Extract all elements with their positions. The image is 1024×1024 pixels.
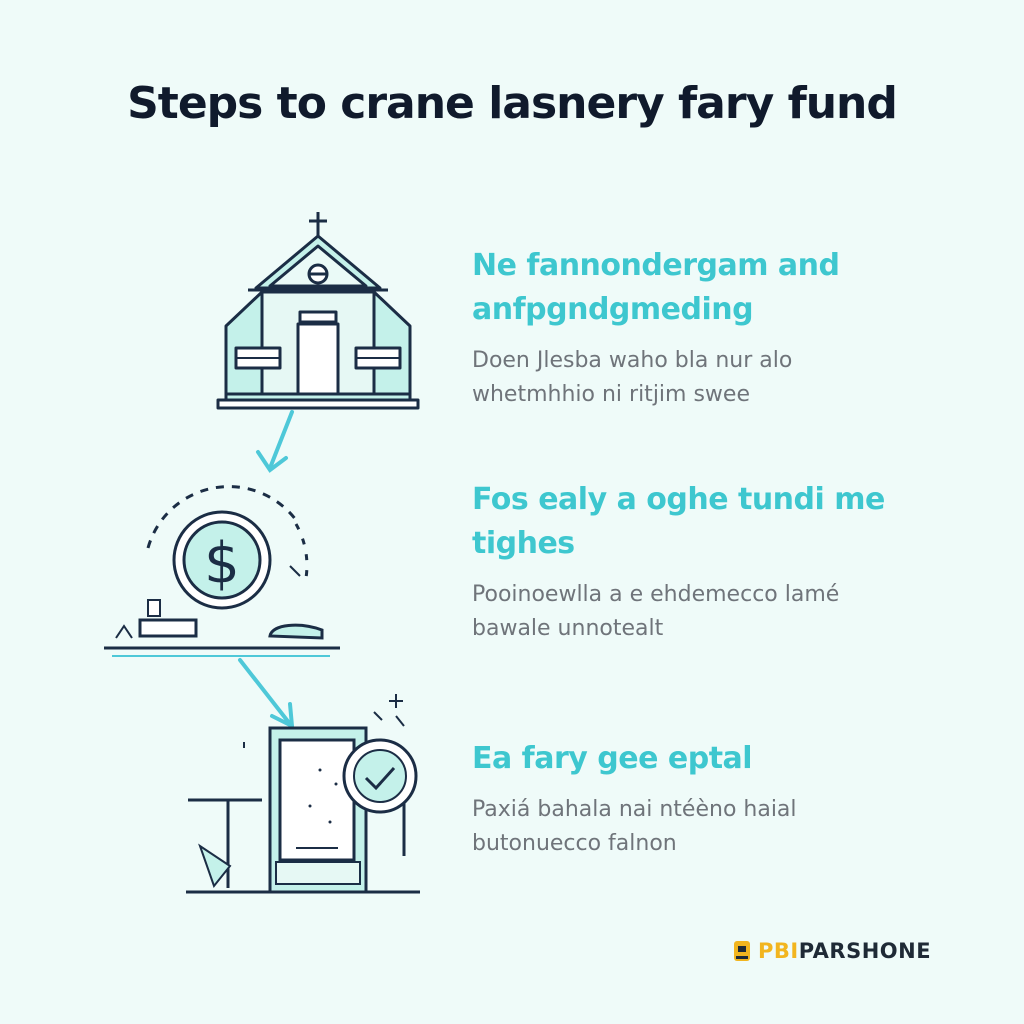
flow-arrow-2 — [238, 658, 295, 730]
brand-name: PBIPARSHONE — [758, 939, 931, 963]
step-1-heading: Ne fannondergam and anfpgndgmeding — [472, 248, 840, 327]
step-2-description: Pooinoewlla a e ehdemecco lamé bawale un… — [472, 582, 840, 641]
step-2: Fos ealy a oghe tundi me tighes Pooinoew… — [472, 478, 902, 646]
page-title: Steps to crane lasnery fary fund — [127, 78, 898, 129]
step-3-heading: Ea fary gee eptal — [472, 741, 753, 776]
step-1: Ne fannondergam and anfpgndgmeding Doen … — [472, 244, 902, 412]
step-2-heading: Fos ealy a oghe tundi me tighes — [472, 482, 885, 561]
church-icon — [216, 212, 420, 410]
step-3: Ea fary gee eptal Paxiá bahala nai ntéèn… — [472, 737, 902, 861]
coin-symbol: $ — [204, 531, 240, 596]
coin-on-shelf-icon — [104, 485, 340, 657]
door-checkmark-icon — [186, 694, 420, 894]
brand-suffix: PARSHONE — [798, 939, 932, 963]
step-1-description: Doen Jlesba waho bla nur alo whetmhhio n… — [472, 348, 793, 407]
step-3-description: Paxiá bahala nai ntéèno haial butonuecco… — [472, 797, 797, 856]
brand-prefix: PBI — [758, 939, 799, 963]
brand-mark-icon — [734, 941, 750, 961]
brand-logo: PBIPARSHONE — [732, 938, 931, 964]
flow-arrow-1 — [256, 410, 294, 473]
